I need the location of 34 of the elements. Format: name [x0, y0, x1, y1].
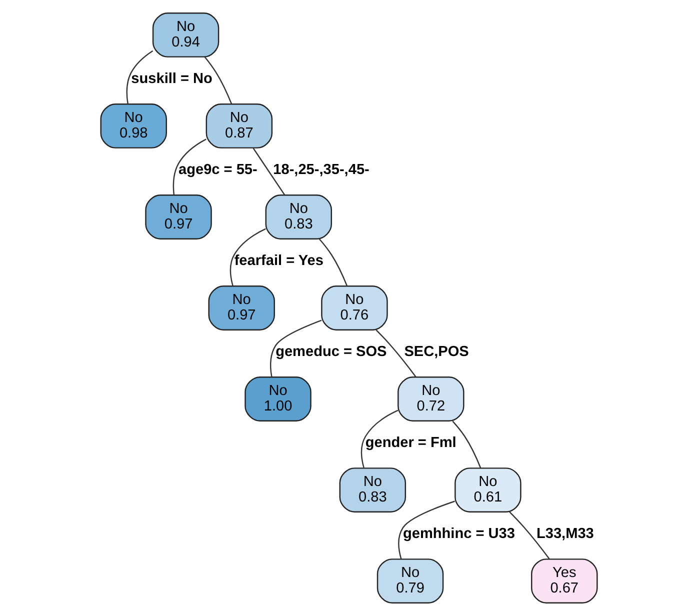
edge-label: L33,M33 — [536, 526, 594, 542]
connector — [204, 56, 232, 104]
node-box: No 1.00 — [244, 376, 312, 422]
edge-label: gemeduc = SOS — [276, 344, 387, 360]
connector — [172, 138, 206, 195]
node-box: Yes 0.67 — [531, 558, 598, 604]
connector — [318, 238, 348, 286]
edge-label: suskill = No — [131, 71, 212, 88]
connector — [252, 148, 286, 196]
edge-label: SEC,POS — [404, 344, 469, 360]
connector — [270, 320, 322, 378]
connector — [126, 50, 154, 104]
connector — [230, 228, 266, 286]
node-box: No 0.76 — [321, 286, 388, 330]
connector — [398, 500, 455, 560]
edge-label: gender = Fml — [365, 435, 456, 452]
node-box: No 0.83 — [265, 194, 332, 240]
edge-label: fearfail = Yes — [234, 253, 324, 270]
node-box: No 0.97 — [145, 194, 212, 240]
connector — [452, 420, 482, 468]
connector — [360, 410, 398, 468]
node-box: No 0.79 — [376, 558, 444, 604]
node-box: No 0.61 — [454, 468, 522, 512]
node-box: No 0.98 — [100, 104, 167, 148]
node-box: No 0.87 — [206, 104, 273, 148]
edge-label: gemhhinc = U33 — [403, 526, 515, 542]
edge-label: 18-,25-,35-,45- — [273, 162, 370, 178]
node-box: No 0.83 — [339, 468, 406, 512]
connector — [509, 512, 550, 560]
connector — [376, 330, 416, 378]
node-box: No 0.94 — [152, 12, 220, 58]
edge-label: age9c = 55- — [178, 162, 258, 178]
node-box: No 0.97 — [208, 286, 275, 330]
node-box: No 0.72 — [398, 376, 464, 422]
